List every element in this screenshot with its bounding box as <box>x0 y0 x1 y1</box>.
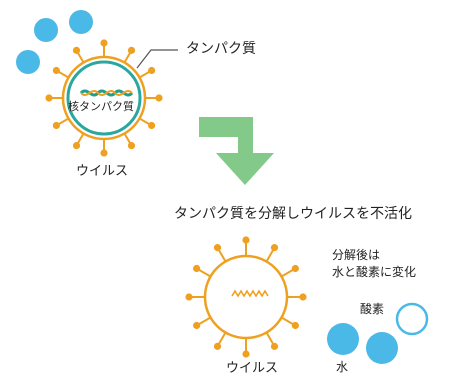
water-molecules-top <box>16 10 93 74</box>
virus-spike-tip <box>127 46 136 54</box>
virus-icon <box>45 39 163 157</box>
water-drop-icon <box>327 323 359 355</box>
decomposition-note-line2: 水と酸素に変化 <box>332 265 417 279</box>
nucleus-protein-label: 核タンパク質 <box>68 100 134 113</box>
oxygen-bubble-icon <box>395 302 429 336</box>
virus-spike-tip <box>100 149 108 157</box>
virus-spike-tip <box>270 342 279 350</box>
water-drop-icon <box>366 332 398 364</box>
virus-spike-tip <box>148 66 156 75</box>
virus-spike-tip <box>193 321 201 330</box>
protein-leader-line <box>136 49 178 69</box>
water-drop-icon <box>34 18 58 42</box>
virus-spike-tip <box>52 121 60 130</box>
virus-spike-tip <box>242 236 250 244</box>
virus-spike-tip <box>213 244 222 252</box>
degraded-protein-icon <box>231 289 269 298</box>
virus-spike-tip <box>72 142 81 150</box>
bottom-virus-label: ウイルス <box>226 361 279 376</box>
virus-spike-tip <box>100 39 108 47</box>
oxygen-label: 酸素 <box>360 302 385 316</box>
virus-spike-tip <box>72 46 81 54</box>
virus-spike-tip <box>213 342 222 350</box>
water-drop-icon <box>69 10 93 34</box>
virus-spike-tip <box>185 293 193 301</box>
process-label: タンパク質を分解しウイルスを不活化 <box>174 206 412 222</box>
virus-spike-tip <box>242 350 250 358</box>
decomposition-note-line1: 分解後は <box>332 248 381 262</box>
virus-spike-tip <box>270 244 279 252</box>
nucleus-helix-icon <box>79 89 134 97</box>
virus-icon <box>185 236 307 358</box>
virus-spike-tip <box>155 94 163 102</box>
protein-label: タンパク質 <box>186 41 256 57</box>
virus-envelope <box>203 254 289 340</box>
virus-spike-tip <box>52 66 60 75</box>
virus-spike-tip <box>291 264 299 273</box>
arrow-down-right-icon <box>199 117 274 185</box>
virus-spike-tip <box>45 94 53 102</box>
virus-spike-tip <box>291 321 299 330</box>
water-drop-icon <box>16 50 40 74</box>
virus-spike-tip <box>299 293 307 301</box>
water-label: 水 <box>336 360 349 374</box>
top-virus-label: ウイルス <box>76 164 129 179</box>
virus-spike-tip <box>193 264 201 273</box>
virus-spike-tip <box>127 142 136 150</box>
virus-spike-tip <box>148 121 156 130</box>
protein-shell <box>66 60 142 136</box>
virus-envelope <box>61 55 147 141</box>
